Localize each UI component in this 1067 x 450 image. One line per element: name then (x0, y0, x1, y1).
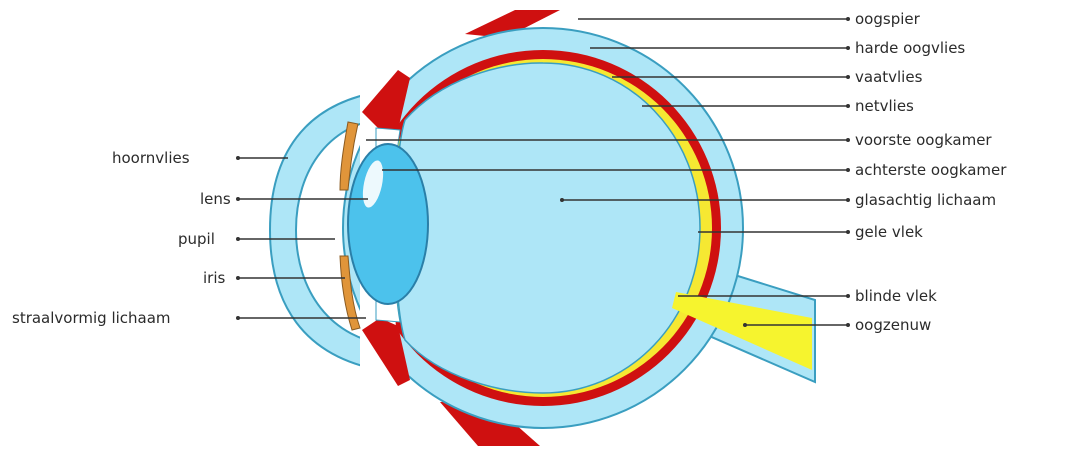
label-text-harde-oogvlies: harde oogvlies (855, 39, 965, 57)
label-text-oogspier: oogspier (855, 10, 921, 28)
vitreous-body (395, 63, 700, 393)
label-text-netvlies: netvlies (855, 97, 914, 115)
label-text-oogzenuw: oogzenuw (855, 316, 931, 334)
label-text-glasachtig: glasachtig lichaam (855, 191, 996, 209)
lens (348, 144, 428, 304)
label-oogspier: oogspier (578, 10, 921, 28)
label-text-lens: lens (200, 190, 231, 208)
label-text-iris: iris (203, 269, 226, 287)
label-pupil: pupil (178, 230, 335, 248)
label-text-pupil: pupil (178, 230, 215, 248)
label-text-hoornvlies: hoornvlies (112, 149, 190, 167)
label-text-achterste-oogkamer: achterste oogkamer (855, 161, 1007, 179)
label-hoornvlies: hoornvlies (112, 149, 288, 167)
label-text-vaatvlies: vaatvlies (855, 68, 923, 86)
label-text-straalvormig: straalvormig lichaam (12, 309, 171, 327)
label-text-gele-vlek: gele vlek (855, 223, 923, 241)
label-text-voorste-oogkamer: voorste oogkamer (855, 131, 992, 149)
label-harde-oogvlies: harde oogvlies (590, 39, 965, 57)
label-text-blinde-vlek: blinde vlek (855, 287, 937, 305)
